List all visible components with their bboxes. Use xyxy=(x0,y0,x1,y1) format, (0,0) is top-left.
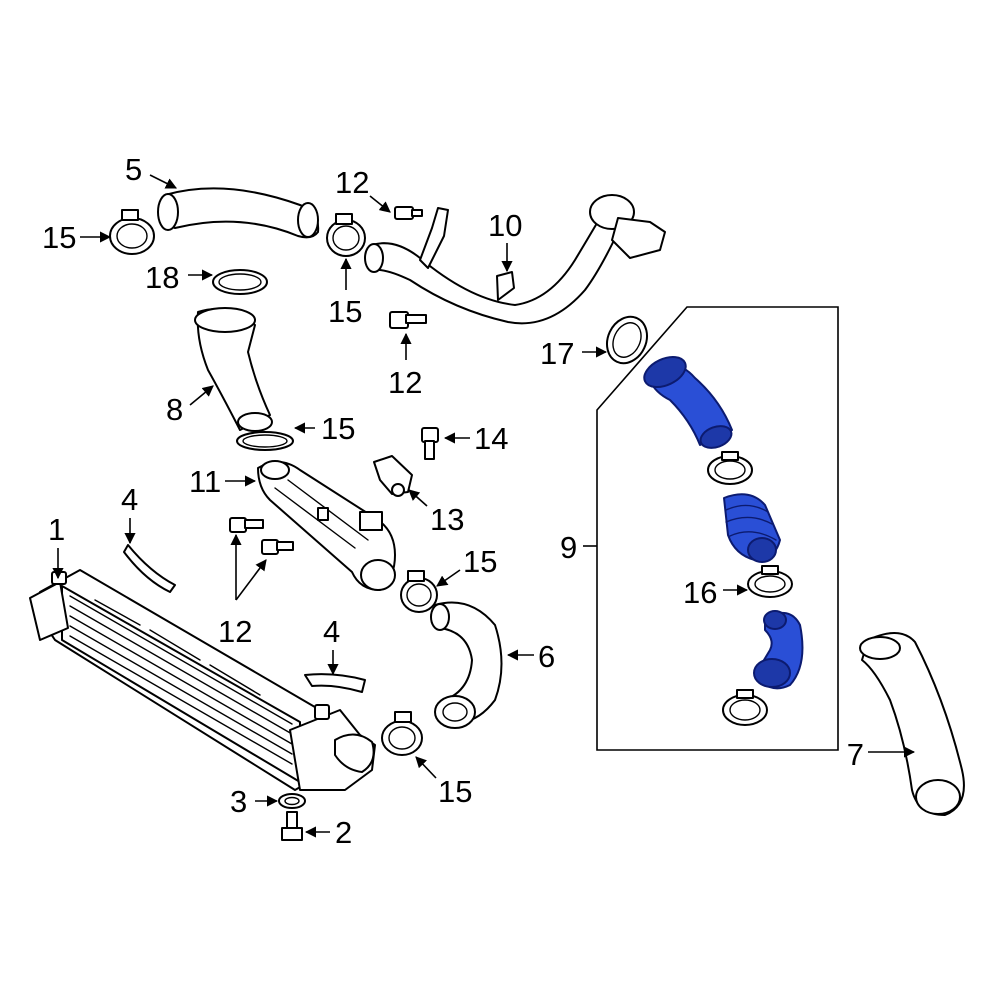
callout-6: 6 xyxy=(538,639,555,674)
callout-2: 2 xyxy=(335,815,352,850)
callout-13: 13 xyxy=(430,502,464,537)
callout-15-lower: 15 xyxy=(438,774,472,809)
callout-17: 17 xyxy=(540,336,574,371)
bolt-part-2[interactable] xyxy=(281,811,303,841)
o-ring-part-17[interactable] xyxy=(600,310,655,370)
callout-16: 16 xyxy=(683,575,717,610)
callout-1: 1 xyxy=(48,512,65,547)
assembly-box-part-9 xyxy=(596,306,839,751)
clamp-part-9-lower[interactable] xyxy=(722,689,768,726)
bolt-part-14[interactable] xyxy=(421,427,439,460)
bolt-part-12-mid[interactable] xyxy=(389,311,427,329)
hose-part-5[interactable] xyxy=(157,187,320,239)
housing-part-11[interactable] xyxy=(257,460,396,591)
bolt-part-12-left-a[interactable] xyxy=(229,517,264,533)
callout-15-left: 15 xyxy=(42,220,76,255)
highlighted-duct-upper[interactable] xyxy=(640,351,735,452)
callout-7: 7 xyxy=(847,737,864,772)
callout-4-lower: 4 xyxy=(323,614,340,649)
clamp-part-9-upper[interactable] xyxy=(707,451,753,485)
deflector-strip-part-4a[interactable] xyxy=(123,544,176,593)
callout-12-top: 12 xyxy=(335,165,369,200)
leader-lines xyxy=(52,174,916,838)
callout-18: 18 xyxy=(145,260,179,295)
pipe-part-10[interactable] xyxy=(364,194,666,325)
bracket-part-13[interactable] xyxy=(373,455,413,497)
o-ring-part-18[interactable] xyxy=(212,269,268,295)
callout-15-center: 15 xyxy=(328,294,362,329)
o-ring-part-15[interactable] xyxy=(236,431,294,451)
callout-12-left: 12 xyxy=(218,614,252,649)
intercooler-part[interactable] xyxy=(29,569,376,791)
hose-part-7[interactable] xyxy=(859,632,965,816)
clamp-part-15-center[interactable] xyxy=(326,213,366,257)
callout-9: 9 xyxy=(560,530,577,565)
callout-15-housing: 15 xyxy=(463,544,497,579)
clamp-part-15-housing[interactable] xyxy=(400,570,438,613)
bolt-part-12-top[interactable] xyxy=(394,206,423,220)
callout-14: 14 xyxy=(474,421,508,456)
clamp-part-15-left[interactable] xyxy=(109,209,155,255)
hose-part-8[interactable] xyxy=(194,307,273,432)
callout-15-oring: 15 xyxy=(321,411,355,446)
callout-3: 3 xyxy=(230,784,247,819)
callout-12-mid: 12 xyxy=(388,365,422,400)
bolt-part-12-left-b[interactable] xyxy=(261,539,294,555)
deflector-strip-part-4b[interactable] xyxy=(304,673,366,693)
callout-11: 11 xyxy=(189,464,221,499)
callout-4-upper: 4 xyxy=(121,482,138,517)
highlighted-duct-lower[interactable] xyxy=(753,610,804,690)
callout-labels: 1 2 3 4 4 5 6 7 8 9 10 11 12 12 12 13 14… xyxy=(42,152,864,850)
hose-part-6[interactable] xyxy=(430,601,503,729)
callout-5: 5 xyxy=(125,152,142,187)
highlighted-bellows-coupler[interactable] xyxy=(723,493,781,563)
callout-10: 10 xyxy=(488,208,522,243)
clamp-part-16[interactable] xyxy=(747,565,793,598)
callout-8: 8 xyxy=(166,392,183,427)
clamp-part-15-lower[interactable] xyxy=(381,711,423,756)
washer-part-3[interactable] xyxy=(278,793,306,809)
